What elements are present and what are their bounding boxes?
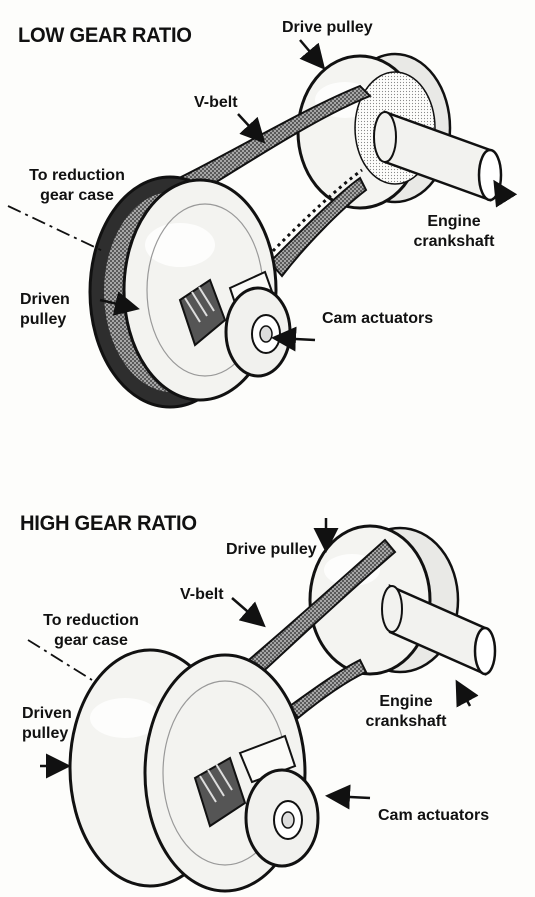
low-label-driven-2: pulley: [20, 311, 67, 328]
low-gear-title: LOW GEAR RATIO: [18, 24, 192, 47]
high-label-driven-1: Driven: [22, 705, 72, 722]
high-label-engine-2: crankshaft: [365, 713, 447, 730]
high-cam-actuators: [193, 734, 320, 868]
low-leader-lines: [7, 39, 518, 352]
high-gear-illustration: [27, 518, 497, 893]
low-gear-panel: LOW GEAR RATIO Drive pulley V-belt To re…: [0, 0, 535, 448]
high-label-engine-1: Engine: [379, 693, 433, 710]
low-label-engine-1: Engine: [427, 213, 481, 230]
low-label-reduction-2: gear case: [40, 187, 114, 204]
low-cam-actuators: [178, 270, 292, 378]
high-engine-crankshaft: [381, 584, 497, 676]
high-label-reduction-2: gear case: [54, 632, 128, 649]
low-engine-crankshaft: [373, 110, 503, 202]
high-gear-title: HIGH GEAR RATIO: [20, 512, 197, 535]
low-label-cam-actuators: Cam actuators: [322, 310, 434, 327]
high-gear-panel: HIGH GEAR RATIO Drive pulley V-belt To r…: [0, 448, 535, 897]
high-leader-lines: [27, 518, 479, 810]
low-label-driven-1: Driven: [20, 291, 70, 308]
low-label-v-belt: V-belt: [194, 94, 238, 111]
low-gear-illustration: [7, 39, 518, 409]
high-label-drive-pulley: Drive pulley: [226, 541, 317, 558]
low-label-reduction-1: To reduction: [29, 167, 125, 184]
high-label-reduction-1: To reduction: [43, 612, 139, 629]
high-label-driven-2: pulley: [22, 725, 69, 742]
high-label-cam-actuators: Cam actuators: [378, 807, 490, 824]
low-label-drive-pulley: Drive pulley: [282, 19, 373, 36]
low-label-engine-2: crankshaft: [413, 233, 495, 250]
high-label-v-belt: V-belt: [180, 586, 224, 603]
